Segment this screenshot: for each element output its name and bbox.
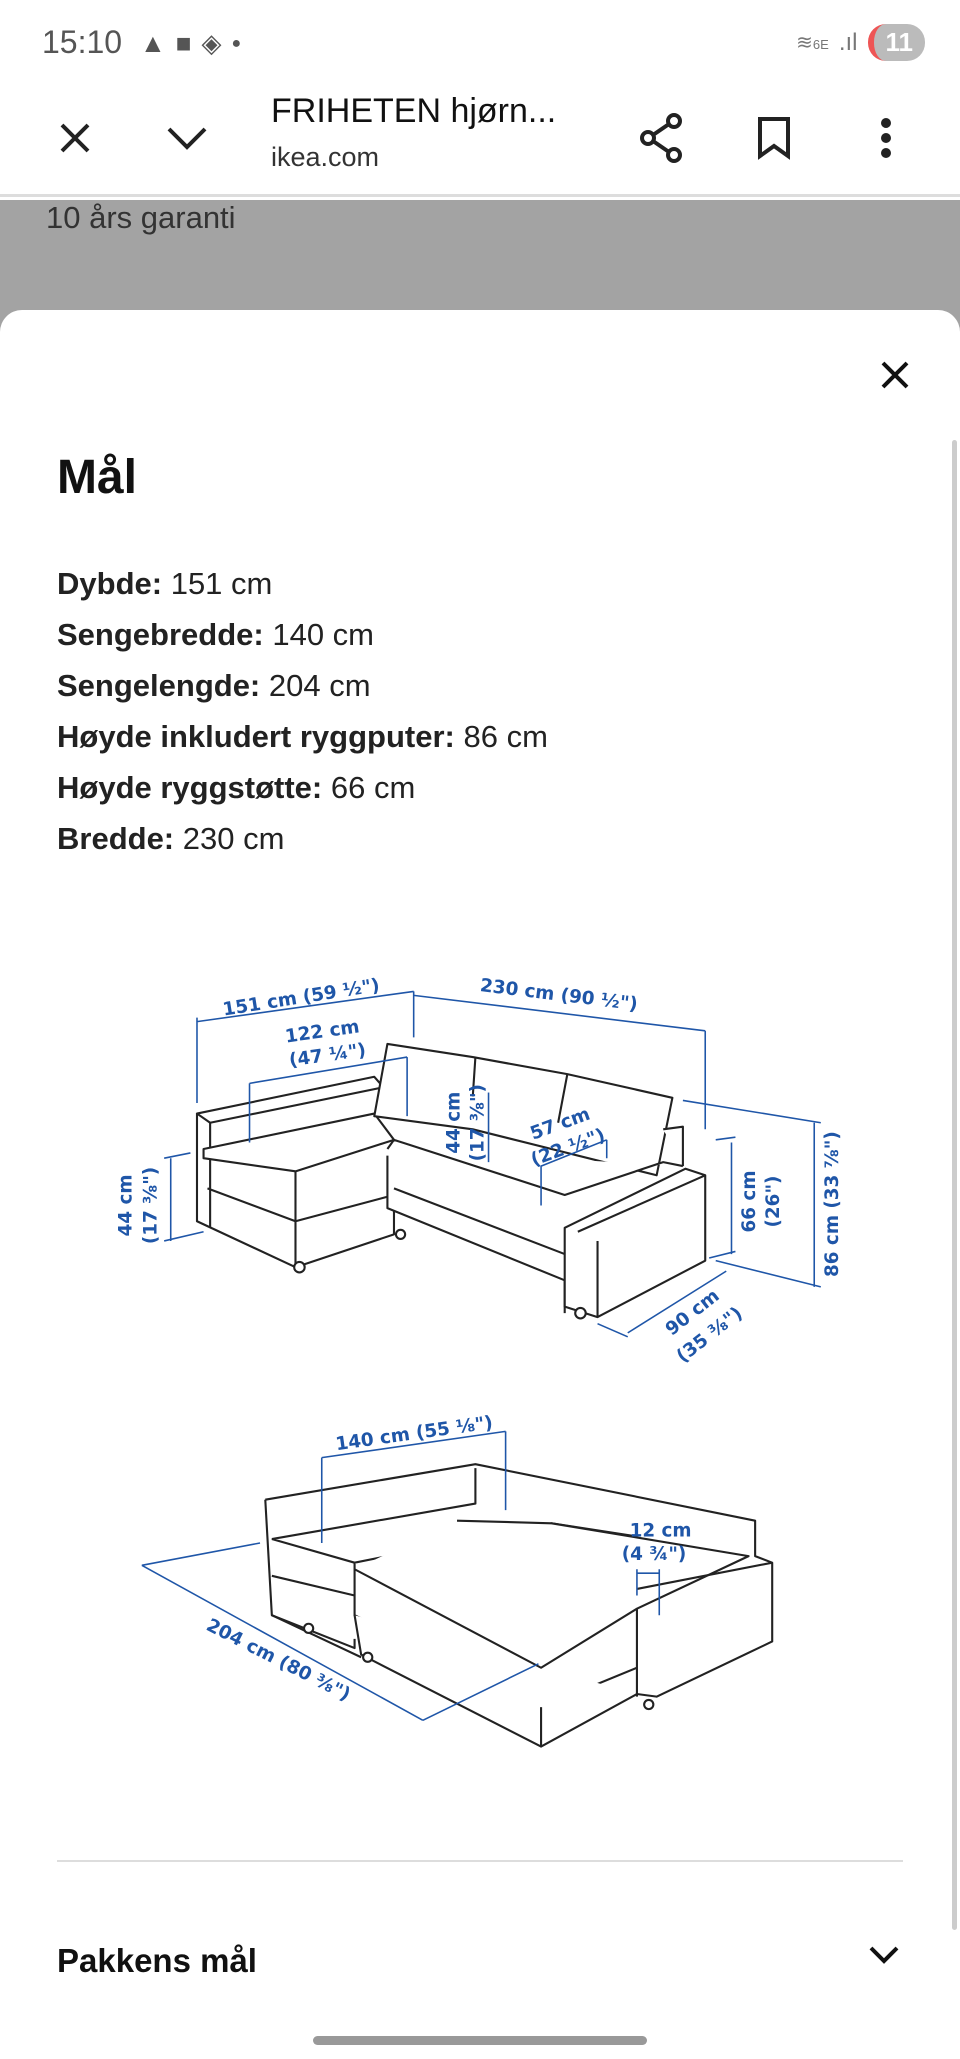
spec-height-cushions: Høyde inkludert ryggputer: 86 cm <box>57 711 548 762</box>
sheet-title: Mål <box>57 451 138 504</box>
chevron-down-icon <box>869 1946 899 1964</box>
page-title: FRIHETEN hjørn... <box>271 92 557 130</box>
sofa-dimension-lines <box>163 990 821 1338</box>
accordion-toggle[interactable] <box>868 1944 900 1971</box>
label-back-total: 66 cm <box>739 1171 760 1233</box>
dimension-diagram: 151 cm (59 ½") 230 cm (90 ½") 122 cm (47… <box>115 975 843 1748</box>
spec-value: 140 cm <box>272 617 375 652</box>
spec-label: Bredde: <box>57 821 175 856</box>
label-seat-height-in: (17 ⅜") <box>140 1167 161 1244</box>
label-height: 86 cm (33 ⅞") <box>822 1131 843 1277</box>
spec-list: Dybde: 151 cm Sengebredde: 140 cm Sengel… <box>57 558 548 864</box>
spec-label: Sengebredde: <box>57 617 264 652</box>
label-bed-width: 140 cm (55 ⅛") <box>334 1412 494 1455</box>
bookmark-button[interactable] <box>746 110 802 166</box>
status-bar: 15:10 ▲ ■ ◈ ● ≋6E .ıl 11 <box>0 0 960 80</box>
warranty-text: 10 års garanti <box>46 200 236 235</box>
folder-icon: ■ <box>175 28 192 58</box>
bookmark-icon <box>758 117 790 160</box>
label-gap: 12 cm <box>630 1520 692 1541</box>
spec-label: Sengelengde: <box>57 668 261 703</box>
more-vert-icon <box>881 118 891 158</box>
page-domain: ikea.com <box>271 142 380 172</box>
spec-value: 66 cm <box>330 770 416 805</box>
battery-indicator: 11 <box>867 24 925 61</box>
spec-bed-width: Sengebredde: 140 cm <box>57 609 548 660</box>
app-icon: ◈ <box>201 28 222 58</box>
close-tab-button[interactable] <box>47 110 103 166</box>
label-width: 230 cm (90 ½") <box>479 975 639 1015</box>
share-button[interactable] <box>634 110 690 166</box>
signal-icon: .ıl <box>838 28 858 56</box>
label-gap-in: (4 ¾") <box>622 1544 687 1565</box>
close-icon <box>881 361 909 389</box>
package-dimensions-accordion[interactable]: Pakkens mål <box>57 1942 257 1979</box>
more-options-button[interactable] <box>858 110 914 166</box>
close-sheet-button[interactable] <box>870 350 920 400</box>
label-back-height-in: (17 ⅜") <box>467 1084 488 1161</box>
spec-value: 230 cm <box>182 821 285 856</box>
spec-bed-length: Sengelengde: 204 cm <box>57 660 548 711</box>
spec-depth: Dybde: 151 cm <box>57 558 548 609</box>
warning-icon: ▲ <box>140 28 166 58</box>
chevron-down-icon <box>167 127 207 150</box>
spec-value: 204 cm <box>268 668 371 703</box>
browser-header: FRIHETEN hjørn... ikea.com <box>0 80 960 197</box>
scrollbar[interactable] <box>952 440 957 1930</box>
minimize-button[interactable] <box>159 110 215 166</box>
spec-label: Høyde inkludert ryggputer: <box>57 719 455 754</box>
bed-dimension-lines <box>141 1430 661 1721</box>
system-icons: ≋6E .ıl 11 <box>796 24 925 61</box>
spec-label: Dybde: <box>57 566 163 601</box>
label-back-height: 44 cm <box>444 1092 465 1154</box>
spec-label: Høyde ryggstøtte: <box>57 770 323 805</box>
label-back-total-in: (26") <box>763 1176 784 1228</box>
status-time: 15:10 <box>42 24 123 60</box>
wifi-icon: ≋6E <box>796 32 829 54</box>
gesture-bar[interactable] <box>313 2036 647 2045</box>
label-seat-height: 44 cm <box>115 1174 136 1236</box>
label-depth: 151 cm (59 ½") <box>221 975 381 1021</box>
dot-icon: ● <box>231 34 242 52</box>
notification-icons: ▲ ■ ◈ ● <box>140 28 241 59</box>
spec-value: 86 cm <box>463 719 548 754</box>
spec-back-height: Høyde ryggstøtte: 66 cm <box>57 762 548 813</box>
bed-drawing <box>264 1463 774 1748</box>
spec-value: 151 cm <box>170 566 273 601</box>
spec-width: Bredde: 230 cm <box>57 813 548 864</box>
share-icon <box>640 113 682 163</box>
sofa-drawing <box>195 1042 707 1320</box>
dimensions-sheet: Mål Dybde: 151 cm Sengebredde: 140 cm Se… <box>0 310 960 2059</box>
divider <box>57 1860 903 1862</box>
network-type: 6E <box>812 37 829 52</box>
close-icon <box>60 123 90 153</box>
